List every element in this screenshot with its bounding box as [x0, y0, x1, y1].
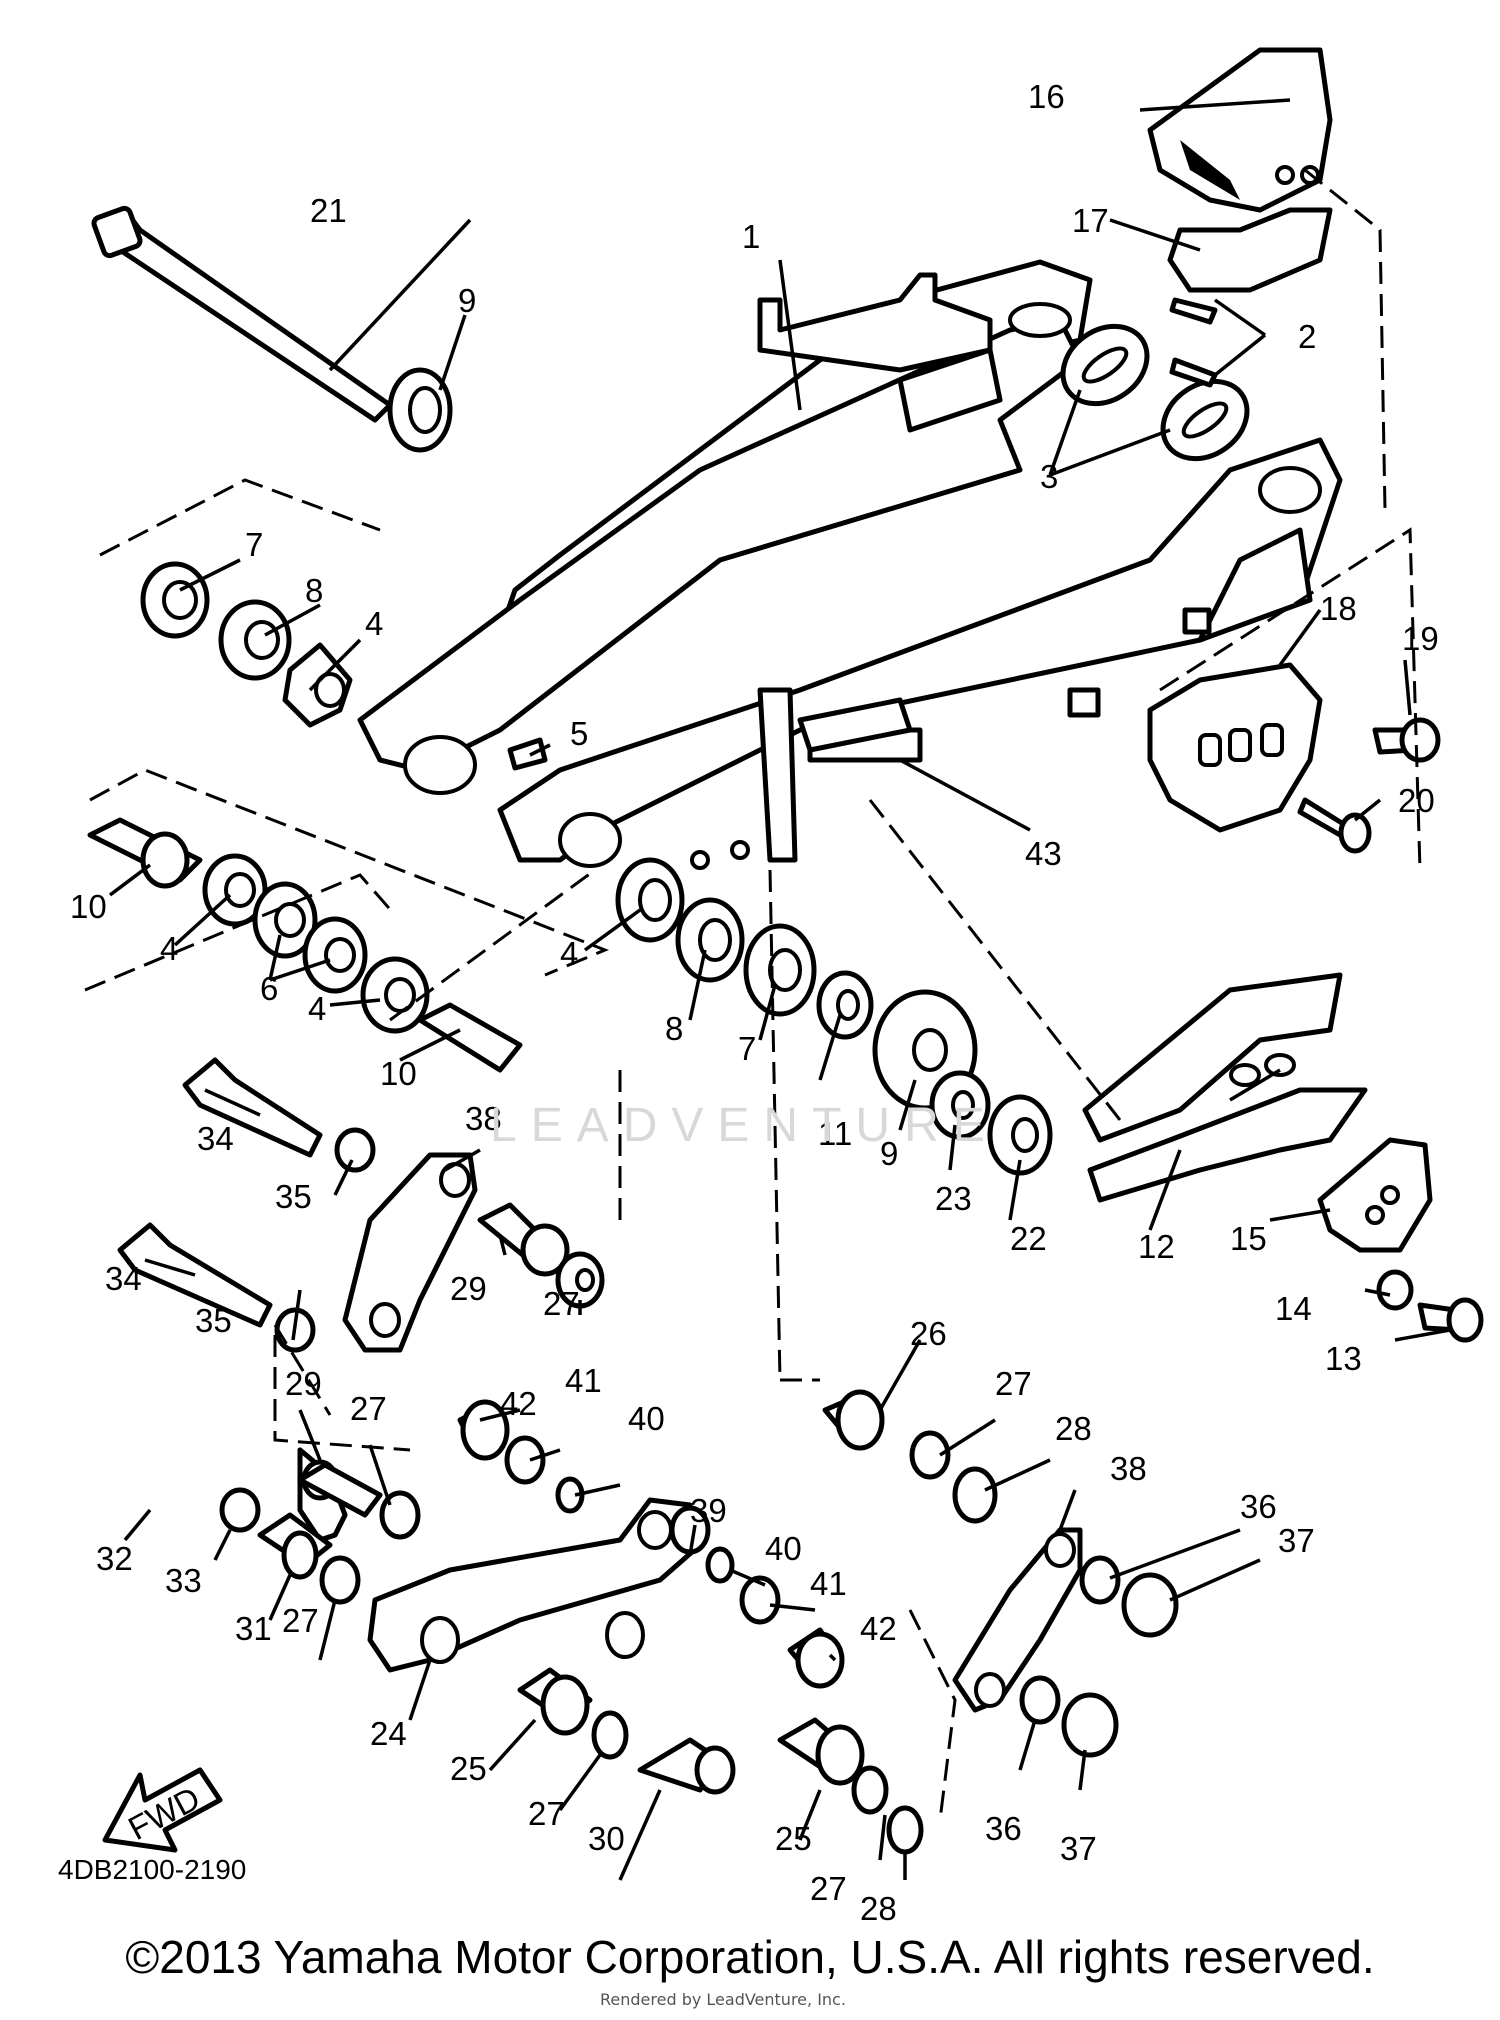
callout: 10 [380, 1055, 417, 1092]
callout: 27 [543, 1285, 580, 1322]
callout: 43 [1025, 835, 1062, 872]
adjuster-plates [1060, 297, 1250, 462]
callout: 28 [1055, 1410, 1092, 1447]
callout: 33 [165, 1562, 202, 1599]
callout: 9 [880, 1135, 898, 1172]
callout: 4 [308, 990, 326, 1027]
callout: 14 [1275, 1290, 1312, 1327]
callout: 39 [690, 1492, 727, 1529]
callout: 38 [465, 1100, 502, 1137]
callout: 4 [560, 935, 578, 972]
callout: 40 [628, 1400, 665, 1437]
callout: 27 [528, 1795, 565, 1832]
callout: 36 [1240, 1488, 1277, 1525]
callout: 26 [910, 1315, 947, 1352]
callout: 8 [305, 572, 323, 609]
pivot-bolt [91, 205, 453, 453]
callout: 37 [1060, 1830, 1097, 1867]
callout: 7 [738, 1030, 756, 1067]
callout: 23 [935, 1180, 972, 1217]
relay-linkage [117, 1057, 605, 1353]
callout: 27 [282, 1602, 319, 1639]
callout: 41 [565, 1362, 602, 1399]
swingarm [357, 259, 1343, 870]
callout: 25 [775, 1820, 812, 1857]
callout: 27 [350, 1390, 387, 1427]
callout: 38 [1110, 1450, 1147, 1487]
callout: 10 [70, 888, 107, 925]
callout: 40 [765, 1530, 802, 1567]
callout: 42 [500, 1385, 537, 1422]
chain-guide [1147, 47, 1333, 293]
callout: 27 [810, 1870, 847, 1907]
callout: 30 [588, 1820, 625, 1857]
copyright-notice: ©2013 Yamaha Motor Corporation, U.S.A. A… [125, 1931, 1375, 1983]
chain-support [1082, 972, 1484, 1343]
callout: 20 [1398, 782, 1435, 819]
callout: 36 [985, 1810, 1022, 1847]
render-credit: Rendered by LeadVenture, Inc. [600, 1990, 846, 2009]
callout: 42 [860, 1610, 897, 1647]
leader-lines [108, 98, 1451, 1881]
rear-guard [1147, 662, 1441, 854]
callout: 27 [995, 1365, 1032, 1402]
callout: 34 [197, 1120, 234, 1157]
callout: 6 [260, 970, 278, 1007]
callout: 15 [1230, 1220, 1267, 1257]
callout: 41 [810, 1565, 847, 1602]
callout: 12 [1138, 1228, 1175, 1265]
callout: 5 [570, 715, 588, 752]
callout: 21 [310, 192, 347, 229]
callouts: 1 2 3 4 4 4 4 5 6 7 7 8 8 9 9 10 10 11 1… [70, 78, 1439, 1927]
callout: 34 [105, 1260, 142, 1297]
callout: 4 [365, 605, 383, 642]
callout: 24 [370, 1715, 407, 1752]
callout: 29 [450, 1270, 487, 1307]
callout: 18 [1320, 590, 1357, 627]
watermark: LEADVENTURE [490, 1099, 999, 1152]
callout: 9 [458, 282, 476, 319]
diagram-code: 4DB2100-2190 [58, 1854, 247, 1885]
fwd-arrow: FWD [102, 1767, 223, 1853]
callout: 22 [1010, 1220, 1047, 1257]
lower-linkage [219, 1389, 1179, 1855]
callout: 19 [1402, 620, 1439, 657]
right-bushings [615, 857, 1053, 1176]
assembly-lines [84, 168, 1422, 1821]
callout: 8 [665, 1010, 683, 1047]
callout: 32 [96, 1540, 133, 1577]
callout: 35 [275, 1178, 312, 1215]
callout: 11 [818, 1115, 852, 1152]
callout: 37 [1278, 1522, 1315, 1559]
left-bushings [87, 561, 523, 1073]
callout: 35 [195, 1302, 232, 1339]
callout: 4 [160, 930, 178, 967]
callout: 25 [450, 1750, 487, 1787]
callout: 31 [235, 1610, 272, 1647]
callout: 1 [742, 218, 760, 255]
callout: 2 [1298, 318, 1316, 355]
callout: 3 [1040, 458, 1058, 495]
callout: 16 [1028, 78, 1065, 115]
callout: 28 [860, 1890, 897, 1927]
callout: 17 [1072, 202, 1109, 239]
callout: 7 [245, 526, 263, 563]
callout: 29 [285, 1365, 322, 1402]
callout: 13 [1325, 1340, 1362, 1377]
